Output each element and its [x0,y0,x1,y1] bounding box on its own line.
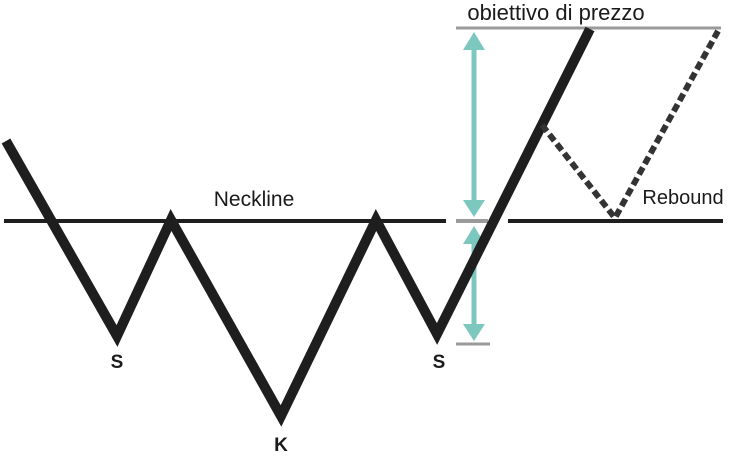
rebound-label: Rebound [642,187,723,209]
head-label: K [274,435,288,456]
right-shoulder-label: S [433,352,446,373]
left-shoulder-label: S [111,352,124,373]
price-path [1,26,595,427]
neckline-label: Neckline [214,188,295,211]
rebound-path-dashed [539,29,721,224]
target-label: obiettivo di prezzo [467,0,644,25]
measure-arrow-upper [463,32,485,217]
